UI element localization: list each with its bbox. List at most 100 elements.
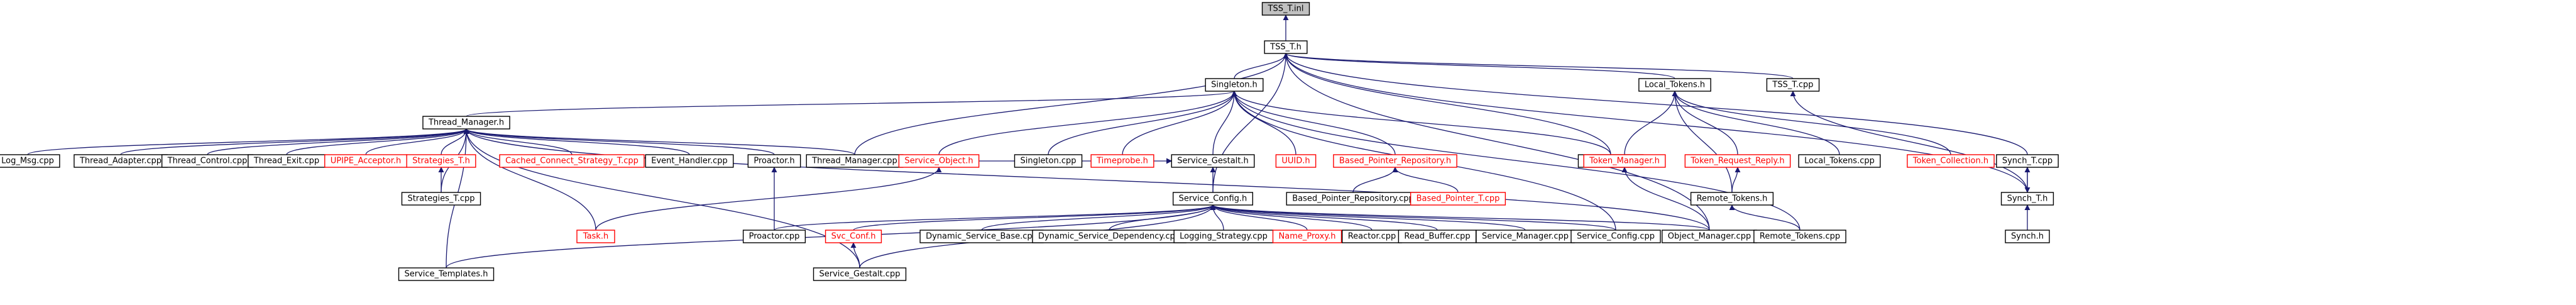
node-synch-t-cpp[interactable]: Synch_T.cpp bbox=[1996, 154, 2059, 168]
node-service-config-cpp[interactable]: Service_Config.cpp bbox=[1570, 230, 1661, 243]
node-thread-adapter-cpp[interactable]: Thread_Adapter.cpp bbox=[74, 154, 168, 168]
node-box bbox=[1090, 154, 1154, 168]
edge-service-config-h-to-service-config-cpp bbox=[1210, 204, 1616, 231]
node-timeprobe-h[interactable]: Timeprobe.h bbox=[1090, 154, 1154, 168]
edge-thread-manager-h-to-cached-connect-strategy-t-cpp bbox=[463, 128, 573, 155]
node-box bbox=[1261, 2, 1310, 16]
edge-singleton-h-to-singleton-cpp bbox=[1048, 91, 1237, 155]
node-proactor-h[interactable]: Proactor.h bbox=[747, 154, 801, 168]
node-box bbox=[825, 230, 882, 243]
node-thread-control-cpp[interactable]: Thread_Control.cpp bbox=[161, 154, 254, 168]
edge-thread-manager-h-to-upipe-acceptor-h bbox=[365, 128, 469, 155]
node-event-handler-cpp[interactable]: Event_Handler.cpp bbox=[645, 154, 734, 168]
node-label: Log_Msg.cpp bbox=[1, 157, 54, 166]
node-token-manager-h[interactable]: Token_Manager.h bbox=[1583, 154, 1666, 168]
edge-service-config-h-to-dynamic-service-base-cpp bbox=[981, 204, 1216, 231]
node-tss-inl[interactable]: TSS_T.inl bbox=[1261, 2, 1310, 16]
node-label: Based_Pointer_Repository.h bbox=[1339, 157, 1451, 166]
node-tss-h[interactable]: TSS_T.h bbox=[1264, 40, 1308, 54]
edge-tss-h-to-service-config-h bbox=[1212, 53, 1289, 193]
node-local-tokens-cpp[interactable]: Local_Tokens.cpp bbox=[1798, 154, 1881, 168]
node-service-gestalt-cpp[interactable]: Service_Gestalt.cpp bbox=[813, 267, 907, 281]
node-service-gestalt-h[interactable]: Service_Gestalt.h bbox=[1171, 154, 1255, 168]
node-proactor-cpp[interactable]: Proactor.cpp bbox=[742, 230, 806, 243]
node-synch-t-h[interactable]: Synch_T.h bbox=[2000, 192, 2054, 206]
node-based-pointer-t-cpp[interactable]: Based_Pointer_T.cpp bbox=[1410, 192, 1506, 206]
node-logging-strategy-cpp[interactable]: Logging_Strategy.cpp bbox=[1173, 230, 1274, 243]
node-read-buffer-cpp[interactable]: Read_Buffer.cpp bbox=[1398, 230, 1477, 243]
node-label: Singleton.h bbox=[1211, 80, 1258, 90]
node-singleton-h[interactable]: Singleton.h bbox=[1205, 78, 1264, 92]
node-label: Proactor.cpp bbox=[749, 232, 800, 241]
edge-local-tokens-h-to-token-manager-h bbox=[1624, 91, 1678, 155]
node-label: Synch_T.h bbox=[2007, 194, 2048, 204]
node-task-h[interactable]: Task.h bbox=[576, 230, 615, 243]
node-thread-manager-cpp[interactable]: Thread_Manager.cpp bbox=[806, 154, 904, 168]
node-box bbox=[2000, 192, 2054, 206]
edge-service-config-h-to-read-buffer-cpp bbox=[1210, 204, 1438, 231]
node-box bbox=[898, 154, 980, 168]
node-box bbox=[1638, 78, 1711, 92]
node-label: Service_Gestalt.h bbox=[1177, 157, 1249, 166]
node-cached-connect-strategy-t-cpp[interactable]: Cached_Connect_Strategy_T.cpp bbox=[499, 154, 645, 168]
node-box bbox=[401, 192, 481, 206]
node-tss-cpp[interactable]: TSS_T.cpp bbox=[1766, 78, 1820, 92]
node-remote-tokens-cpp[interactable]: Remote_Tokens.cpp bbox=[1753, 230, 1846, 243]
node-label: Task.h bbox=[583, 232, 608, 241]
edge-thread-manager-h-to-thread-adapter-cpp bbox=[120, 128, 469, 155]
node-label: Remote_Tokens.cpp bbox=[1760, 232, 1840, 241]
node-name-proxy-h[interactable]: Name_Proxy.h bbox=[1272, 230, 1342, 243]
node-service-manager-cpp[interactable]: Service_Manager.cpp bbox=[1476, 230, 1575, 243]
node-box bbox=[1570, 230, 1661, 243]
node-synch-h[interactable]: Synch.h bbox=[2005, 230, 2050, 243]
node-box bbox=[1907, 154, 1995, 168]
node-box bbox=[2005, 230, 2050, 243]
node-label: Name_Proxy.h bbox=[1279, 232, 1336, 241]
node-uuid-h[interactable]: UUID.h bbox=[1275, 154, 1317, 168]
node-box bbox=[1798, 154, 1881, 168]
node-label: Token_Collection.h bbox=[1912, 157, 1988, 166]
edge-thread-manager-h-to-task-h bbox=[463, 128, 596, 231]
node-reactor-cpp[interactable]: Reactor.cpp bbox=[1342, 230, 1402, 243]
node-label: Token_Manager.h bbox=[1589, 157, 1660, 166]
edge-remote-tokens-h-to-remote-tokens-cpp bbox=[1729, 204, 1800, 231]
node-service-object-h[interactable]: Service_Object.h bbox=[898, 154, 980, 168]
node-log-msg-cpp[interactable]: Log_Msg.cpp bbox=[0, 154, 60, 168]
edge-service-config-h-to-proactor-cpp bbox=[774, 204, 1216, 231]
edge-service-config-h-to-service-manager-cpp bbox=[1210, 204, 1526, 231]
node-service-config-h[interactable]: Service_Config.h bbox=[1172, 192, 1254, 206]
node-singleton-cpp[interactable]: Singleton.cpp bbox=[1014, 154, 1083, 168]
node-strategies-t-h[interactable]: Strategies_T.h bbox=[406, 154, 476, 168]
edge-local-tokens-h-to-token-collection-h bbox=[1672, 91, 1951, 155]
node-thread-exit-cpp[interactable]: Thread_Exit.cpp bbox=[248, 154, 326, 168]
node-svc-conf-h[interactable]: Svc_Conf.h bbox=[825, 230, 882, 243]
node-service-templates-h[interactable]: Service_Templates.h bbox=[398, 267, 495, 281]
node-based-pointer-repository-h[interactable]: Based_Pointer_Repository.h bbox=[1333, 154, 1457, 168]
node-object-manager-cpp[interactable]: Object_Manager.cpp bbox=[1662, 230, 1757, 243]
node-strategies-t-cpp[interactable]: Strategies_T.cpp bbox=[401, 192, 481, 206]
node-thread-manager-h[interactable]: Thread_Manager.h bbox=[422, 116, 510, 130]
edge-tss-h-to-thread-manager-cpp bbox=[854, 53, 1289, 155]
node-based-pointer-repository-cpp[interactable]: Based_Pointer_Repository.cpp bbox=[1286, 192, 1420, 206]
node-label: Thread_Manager.h bbox=[428, 118, 504, 128]
node-label: Timeprobe.h bbox=[1096, 157, 1148, 166]
edge-service-config-h-to-object-manager-cpp bbox=[1210, 204, 1710, 231]
node-box bbox=[1272, 230, 1342, 243]
node-upipe-acceptor-h[interactable]: UPIPE_Acceptor.h bbox=[324, 154, 407, 168]
node-remote-tokens-h[interactable]: Remote_Tokens.h bbox=[1690, 192, 1774, 206]
node-box bbox=[1014, 154, 1083, 168]
node-box bbox=[0, 154, 60, 168]
edge-thread-manager-h-to-thread-control-cpp bbox=[207, 128, 469, 155]
node-label: Remote_Tokens.h bbox=[1697, 194, 1768, 204]
edge-singleton-h-to-based-pointer-repository-h bbox=[1231, 91, 1396, 155]
edge-tss-h-to-dynamic-cpp bbox=[1283, 53, 1611, 155]
node-token-collection-h[interactable]: Token_Collection.h bbox=[1907, 154, 1995, 168]
edge-singleton-h-to-service-gestalt-h bbox=[1212, 91, 1237, 155]
node-local-tokens-h[interactable]: Local_Tokens.h bbox=[1638, 78, 1711, 92]
node-label: Strategies_T.h bbox=[412, 157, 470, 166]
node-dynamic-service-base-cpp[interactable]: Dynamic_Service_Base.cpp bbox=[919, 230, 1044, 243]
node-token-request-reply-h[interactable]: Token_Request_Reply.h bbox=[1684, 154, 1791, 168]
node-box bbox=[1333, 154, 1457, 168]
node-dynamic-service-dependency-cpp[interactable]: Dynamic_Service_Dependency.cpp bbox=[1032, 230, 1187, 243]
